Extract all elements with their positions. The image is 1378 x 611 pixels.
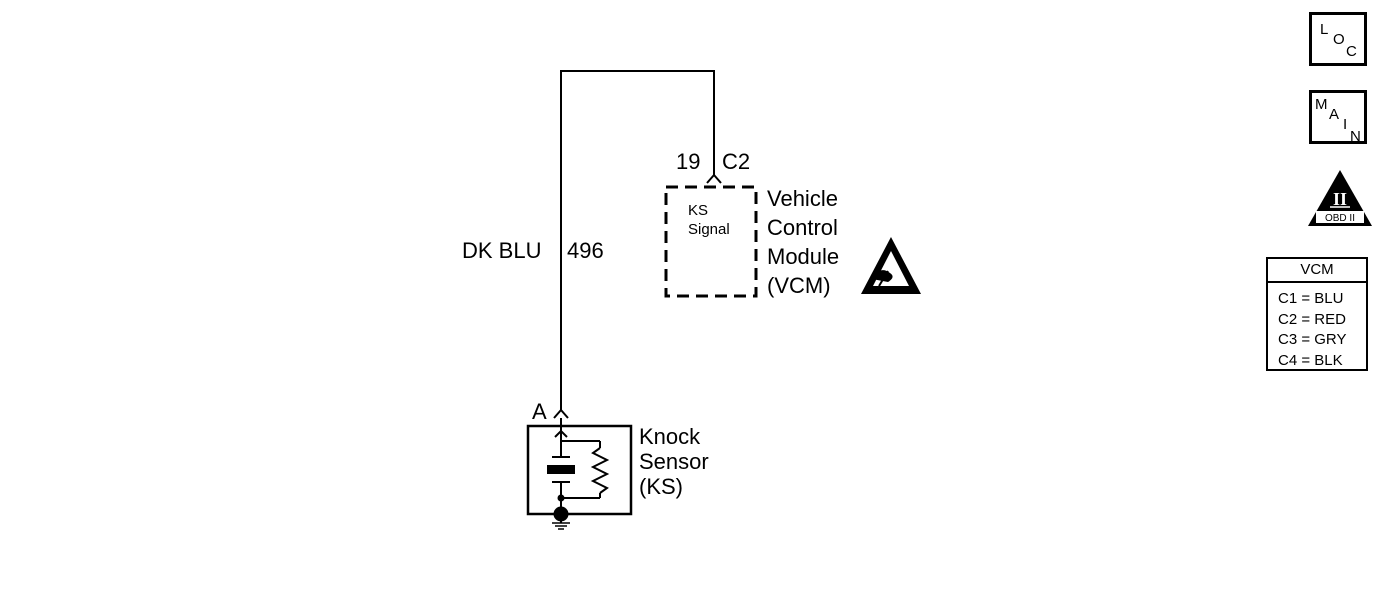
esd-warning-icon xyxy=(861,237,921,294)
knock-sensor-crystal xyxy=(547,465,575,474)
ks-signal-label: KS Signal xyxy=(688,202,730,238)
connector-legend-title: VCM xyxy=(1268,259,1366,283)
loc-letter-c: C xyxy=(1346,43,1357,60)
obd-ii-label: OBD II xyxy=(1325,213,1355,224)
obd-ii-icon[interactable]: II OBD II xyxy=(1308,170,1372,226)
knock-sensor-symbol xyxy=(552,418,610,508)
obd-ii-numeral: II xyxy=(1333,189,1347,209)
main-letter-m: M xyxy=(1315,96,1328,113)
legend-row: C3 = GRY xyxy=(1278,331,1347,348)
main-letter-n: N xyxy=(1350,128,1361,145)
wire-color-label: DK BLU xyxy=(462,238,542,263)
loc-button[interactable]: L O C xyxy=(1309,12,1367,66)
splice-dot xyxy=(557,494,565,502)
knock-sensor-terminal xyxy=(553,408,569,419)
main-letter-a: A xyxy=(1329,106,1340,123)
knock-sensor-box xyxy=(526,424,633,516)
loc-letter-l: L xyxy=(1320,21,1329,38)
vcm-module-box xyxy=(664,185,758,298)
vcm-pin-label: 19 xyxy=(676,149,701,174)
vcm-module-name: Vehicle Control Module (VCM) xyxy=(767,186,840,298)
legend-row: C4 = BLK xyxy=(1278,351,1343,369)
loc-letter-o: O xyxy=(1333,31,1345,48)
vcm-connector-terminal xyxy=(706,173,722,184)
main-letter-i: I xyxy=(1343,116,1348,133)
knock-sensor-terminal-label: A xyxy=(532,399,547,424)
vcm-connector-label: C2 xyxy=(722,149,751,174)
circuit-number-label: 496 xyxy=(567,238,604,263)
ground-icon xyxy=(552,506,570,530)
legend-row: C1 = BLU xyxy=(1278,290,1344,307)
wire-496 xyxy=(560,70,715,410)
connector-legend: VCM C1 = BLU C2 = RED C3 = GRY C4 = BLK xyxy=(1266,257,1368,371)
knock-sensor-name: Knock Sensor (KS) xyxy=(639,424,709,499)
main-button[interactable]: M A I N xyxy=(1309,90,1367,144)
legend-row: C2 = RED xyxy=(1278,310,1346,328)
